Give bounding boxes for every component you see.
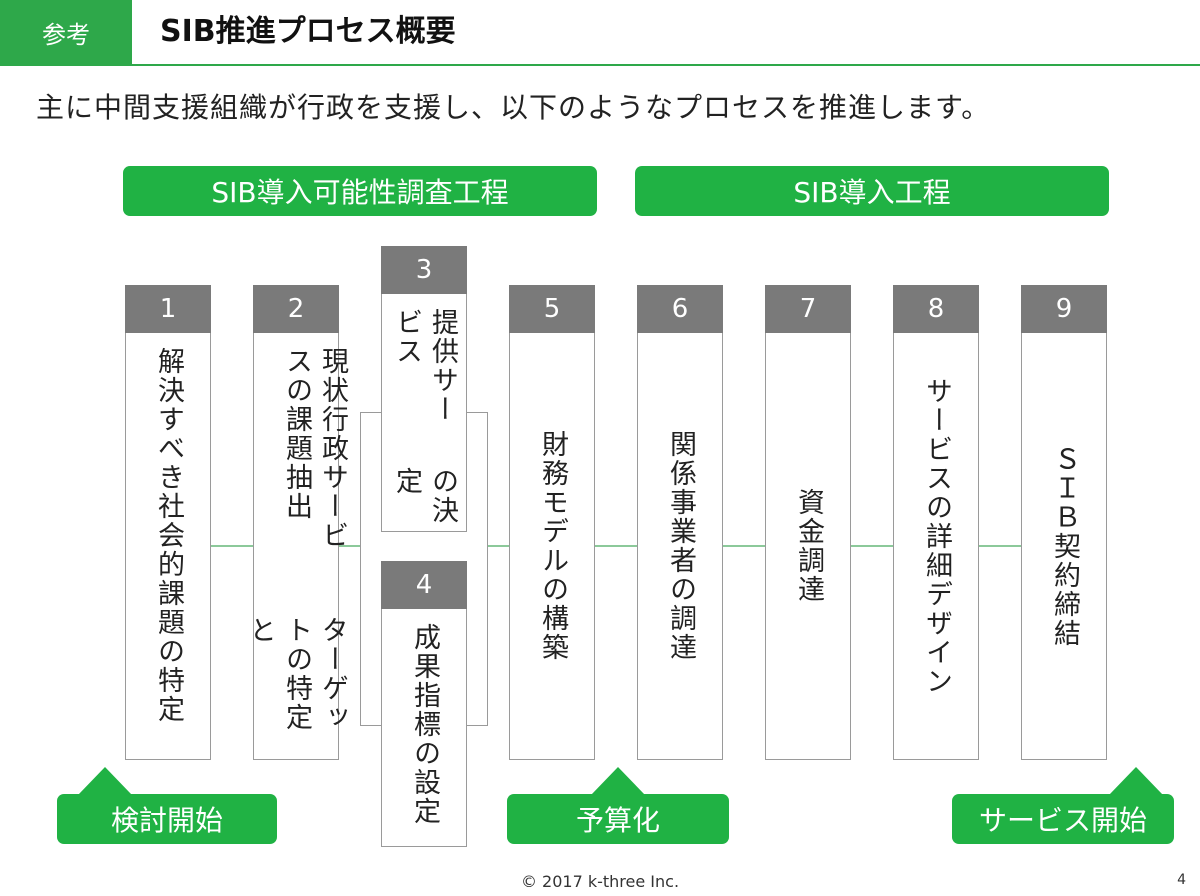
page-subtitle: 主に中間支援組織が行政を支援し、以下のようなプロセスを推進します。 xyxy=(36,91,991,124)
step-text-line: 提供サービス xyxy=(391,308,458,424)
step-body: 提供サービス の決定 xyxy=(381,294,467,532)
step-text: 資金調達 xyxy=(793,488,824,604)
step-body: 財務モデルの構築 xyxy=(509,333,595,760)
connector-line xyxy=(339,545,360,547)
milestone-service-start: サービス開始 xyxy=(952,767,1174,844)
page-title: SIB推進プロセス概要 xyxy=(160,14,456,49)
step-number: 1 xyxy=(125,285,211,333)
step-text: 現状行政サービスの課題抽出 ターゲットの特定と xyxy=(242,347,350,759)
milestone-label: サービス開始 xyxy=(978,804,1147,837)
step-text: 解決すべき社会的課題の特定 xyxy=(153,347,184,724)
page-number: 4 xyxy=(1177,872,1186,888)
step-text: 提供サービス の決定 xyxy=(388,308,460,531)
milestone-label: 予算化 xyxy=(575,804,660,837)
milestone-budgeting: 予算化 xyxy=(507,767,729,844)
phase-introduction: SIB導入工程 xyxy=(635,166,1109,216)
step-text: ＳＩＢ契約締結 xyxy=(1049,444,1080,648)
step-body: 成果指標の設定 xyxy=(381,609,467,847)
milestone-start-review: 検討開始 xyxy=(57,767,277,844)
step-number: 3 xyxy=(381,246,467,294)
connector-line xyxy=(723,545,765,547)
step-8: 8 サービスの詳細デザイン xyxy=(893,285,979,760)
step-text: 財務モデルの構築 xyxy=(537,430,568,662)
step-text: 関係事業者の調達 xyxy=(665,430,696,662)
step-number: 6 xyxy=(637,285,723,333)
step-text: 成果指標の設定 xyxy=(409,623,440,826)
step-7: 7 資金調達 xyxy=(765,285,851,760)
step-3: 3 提供サービス の決定 xyxy=(381,246,467,532)
bracket-left xyxy=(360,412,382,726)
step-number: 5 xyxy=(509,285,595,333)
connector-line xyxy=(211,545,253,547)
step-number: 4 xyxy=(381,561,467,609)
step-number: 7 xyxy=(765,285,851,333)
step-body: 関係事業者の調達 xyxy=(637,333,723,760)
milestone-label: 検討開始 xyxy=(110,804,223,837)
copyright: © 2017 k-three Inc. xyxy=(520,872,680,891)
step-number: 2 xyxy=(253,285,339,333)
bracket-right xyxy=(466,412,488,726)
connector-line xyxy=(488,545,509,547)
connector-line xyxy=(851,545,893,547)
step-body: サービスの詳細デザイン xyxy=(893,333,979,760)
step-5: 5 財務モデルの構築 xyxy=(509,285,595,760)
step-number: 8 xyxy=(893,285,979,333)
header-divider xyxy=(0,64,1200,66)
step-4: 4 成果指標の設定 xyxy=(381,561,467,847)
step-text-line: の決定 xyxy=(391,466,458,525)
section-tag: 参考 xyxy=(0,0,132,64)
step-body: 資金調達 xyxy=(765,333,851,760)
phase-feasibility-study: SIB導入可能性調査工程 xyxy=(123,166,597,216)
step-text-line: ターゲットの特定と xyxy=(245,615,348,732)
step-body: 解決すべき社会的課題の特定 xyxy=(125,333,211,760)
step-number: 9 xyxy=(1021,285,1107,333)
step-1: 1 解決すべき社会的課題の特定 xyxy=(125,285,211,760)
connector-line xyxy=(595,545,637,547)
step-6: 6 関係事業者の調達 xyxy=(637,285,723,760)
connector-line xyxy=(979,545,1021,547)
step-body: ＳＩＢ契約締結 xyxy=(1021,333,1107,760)
step-9: 9 ＳＩＢ契約締結 xyxy=(1021,285,1107,760)
step-text: サービスの詳細デザイン xyxy=(921,377,952,696)
phase-label: SIB導入可能性調査工程 xyxy=(211,176,509,209)
phase-label: SIB導入工程 xyxy=(793,176,951,209)
step-2: 2 現状行政サービスの課題抽出 ターゲットの特定と xyxy=(245,285,348,760)
step-text-line: 現状行政サービスの課題抽出 xyxy=(281,347,348,550)
step-body: 現状行政サービスの課題抽出 ターゲットの特定と xyxy=(245,333,348,760)
